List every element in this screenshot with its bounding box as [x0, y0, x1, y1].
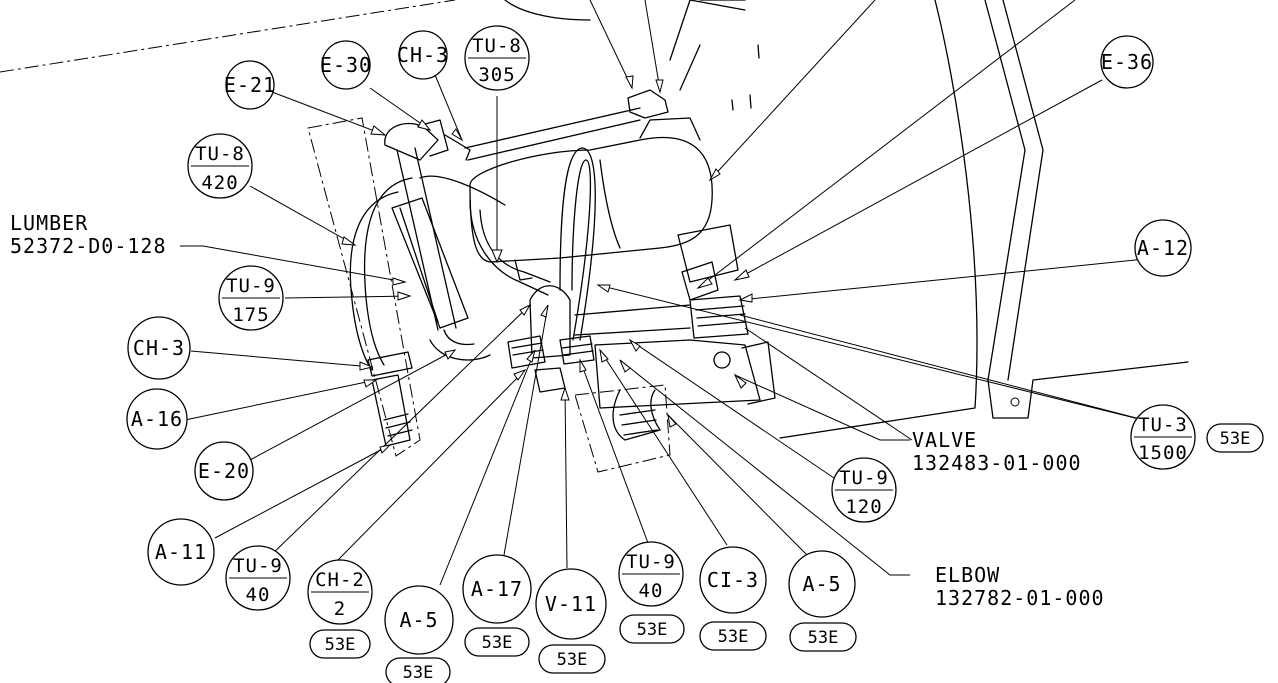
tag-ch2: 53E [309, 629, 371, 659]
balloon-tu3-bottom: 1500 [1138, 442, 1188, 464]
balloon-e20: E-20 [194, 441, 254, 501]
tag-ch2-label: 53E [325, 635, 356, 655]
balloon-a12: A-12 [1134, 219, 1192, 277]
balloon-v11-label: V-11 [545, 592, 597, 616]
tag-a5-left-label: 53E [403, 663, 434, 683]
balloon-e36-label: E-36 [1101, 50, 1153, 74]
balloon-a16: A-16 [126, 388, 188, 450]
balloon-e36: E-36 [1100, 35, 1154, 89]
tag-tu9-40-right: 53E [619, 614, 685, 644]
balloon-v11: V-11 [535, 568, 607, 640]
callout-valve-name: VALVE [912, 428, 977, 452]
balloon-tu8-420: TU-8 420 [187, 133, 253, 199]
frame-outlines [0, 0, 1189, 439]
balloon-tu8-305-bottom: 305 [478, 64, 515, 86]
balloon-ch3-top: CH-3 [397, 30, 449, 80]
balloon-tu8-420-top: TU-8 [195, 143, 245, 165]
balloon-e21-label: E-21 [224, 73, 276, 97]
balloon-e30-label: E-30 [320, 53, 372, 77]
callout-elbow-name: ELBOW [935, 563, 1000, 587]
balloon-tu9-40-right-top: TU-9 [626, 551, 676, 573]
tag-v11: 53E [538, 644, 606, 674]
balloon-ch2-bottom: 2 [334, 598, 346, 620]
balloon-tu9-120: TU-9 120 [831, 457, 897, 523]
callout-lumber-name: LUMBER [10, 211, 88, 235]
callout-valve: VALVE 132483-01-000 [912, 428, 1082, 475]
tag-a17: 53E [464, 627, 530, 657]
pump-body [469, 0, 776, 473]
balloon-ch2: CH-2 2 [307, 559, 373, 625]
callout-elbow: ELBOW 132782-01-000 [935, 563, 1105, 610]
balloon-a11-label: A-11 [155, 540, 207, 564]
balloon-tu3-1500: TU-3 1500 [1130, 404, 1196, 470]
balloon-e21: E-21 [224, 60, 276, 110]
callout-lumber: LUMBER 52372-D0-128 [10, 211, 203, 258]
tag-a5-left: 53E [385, 657, 451, 683]
balloon-a12-label: A-12 [1137, 236, 1189, 260]
balloon-ch3-top-label: CH-3 [397, 43, 449, 67]
leader-arrowheads [341, 75, 753, 454]
balloon-e30: E-30 [320, 40, 372, 90]
balloon-ci3-label: CI-3 [707, 568, 759, 592]
balloon-tu9-40-right-bottom: 40 [639, 580, 664, 602]
balloon-a5-left-label: A-5 [399, 608, 438, 632]
balloon-tu9-40-right: TU-9 40 [618, 541, 684, 607]
tag-v11-label: 53E [557, 650, 588, 670]
balloon-tu9-120-bottom: 120 [845, 496, 882, 518]
balloon-a17-label: A-17 [471, 577, 523, 601]
balloon-a17: A-17 [462, 554, 532, 624]
balloon-a5-right-label: A-5 [802, 572, 841, 596]
balloon-tu9-175-top: TU-9 [226, 275, 276, 297]
balloon-ci3: CI-3 [699, 546, 767, 614]
balloon-tu9-175-bottom: 175 [232, 304, 269, 326]
balloon-tu9-120-top: TU-9 [839, 467, 889, 489]
tag-ci3-label: 53E [718, 627, 749, 647]
balloon-ch2-top: CH-2 [315, 569, 365, 591]
tag-tu3-label: 53E [1220, 429, 1251, 449]
tag-tu9-40-right-label: 53E [637, 620, 668, 640]
balloon-tu8-305: TU-8 305 [464, 25, 530, 91]
balloon-tu9-40-left-top: TU-9 [233, 555, 283, 577]
hoses [349, 107, 641, 371]
balloon-tu9-175: TU-9 175 [218, 265, 284, 331]
balloon-tu9-40-left-bottom: 40 [246, 584, 271, 606]
tag-a5-right-label: 53E [808, 628, 839, 648]
tag-ci3: 53E [699, 621, 767, 651]
tag-a17-label: 53E [482, 633, 513, 653]
balloon-tu9-40-left: TU-9 40 [225, 545, 291, 611]
balloon-e20-label: E-20 [198, 459, 250, 483]
balloon-a11: A-11 [147, 518, 215, 586]
mounting-plate [307, 117, 491, 457]
tag-tu3: 53E [1206, 423, 1264, 453]
balloon-a5-right: A-5 [788, 550, 856, 618]
balloon-a5-left: A-5 [384, 585, 454, 655]
balloon-ch3-left: CH-3 [127, 316, 191, 380]
callout-valve-part: 132483-01-000 [912, 451, 1082, 475]
balloon-tu8-305-top: TU-8 [472, 35, 522, 57]
leader-lines [184, 0, 1164, 586]
balloon-a16-label: A-16 [131, 407, 183, 431]
tag-a5-right: 53E [789, 622, 857, 652]
callout-elbow-part: 132782-01-000 [935, 586, 1105, 610]
callout-lumber-part: 52372-D0-128 [10, 234, 167, 258]
balloon-ch3-left-label: CH-3 [133, 336, 185, 360]
balloon-tu3-top: TU-3 [1138, 414, 1188, 436]
balloon-tu8-420-bottom: 420 [201, 172, 238, 194]
